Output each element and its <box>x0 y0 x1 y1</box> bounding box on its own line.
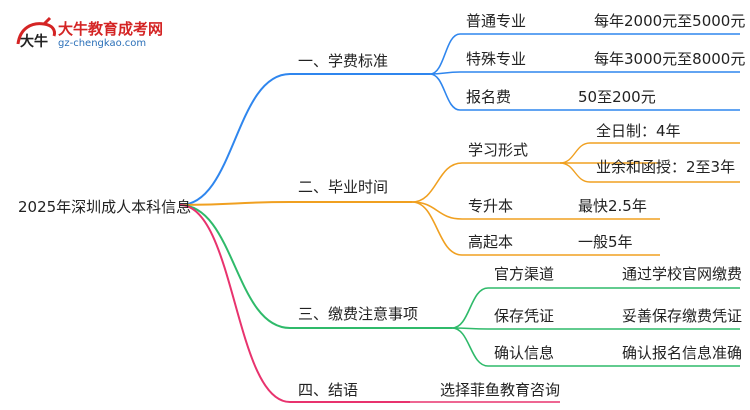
branch-0-child-0-value: 每年2000元至5000元 <box>594 12 746 30</box>
branch-1-child-2-value: 一般5年 <box>578 233 633 251</box>
branch-connector-2 <box>179 204 291 329</box>
branch-1-child-0-sub-1: 业余和函授：2至3年 <box>596 158 736 176</box>
branch-0-child-0-label: 普通专业 <box>466 12 527 30</box>
branch-1-label: 二、毕业时间 <box>298 178 389 196</box>
logo-mark-text: 大牛 <box>20 33 48 50</box>
branch-1-child-1-value: 最快2.5年 <box>578 197 647 215</box>
branch-3-label: 四、结语 <box>298 381 359 399</box>
branch-1-child-0-sub-1-connector <box>559 162 591 183</box>
branch-2-child-0-connector <box>451 287 489 329</box>
branch-3-child-0-value: 选择菲鱼教育咨询 <box>440 381 561 399</box>
branch-2-child-0-value: 通过学校官网缴费 <box>622 265 743 283</box>
branch-2-child-0-label: 官方渠道 <box>494 265 555 283</box>
branch-2-child-1-value: 妥善保存缴费凭证 <box>622 307 743 325</box>
branch-connector-3 <box>179 204 291 403</box>
branch-2-child-1-label: 保存凭证 <box>494 307 555 325</box>
bull-logo-icon: 大牛 <box>16 16 56 50</box>
branch-connector-0 <box>179 73 291 206</box>
branch-0-child-2-connector <box>429 73 461 111</box>
branch-0-child-1-label: 特殊专业 <box>466 50 527 68</box>
branch-1-child-2-label: 高起本 <box>468 233 514 251</box>
branch-2-child-2-value: 确认报名信息准确 <box>622 344 743 362</box>
branch-0-child-1-value: 每年3000元至8000元 <box>594 50 746 68</box>
branch-1-child-0-connector <box>411 162 463 203</box>
branch-0-child-2-value: 50至200元 <box>578 88 656 106</box>
branch-1-child-0-sub-0: 全日制：4年 <box>596 122 681 140</box>
branch-2-child-2-label: 确认信息 <box>494 344 555 362</box>
branch-0-child-2-label: 报名费 <box>466 88 512 106</box>
root-topic: 2025年深圳成人本科信息 <box>18 198 192 216</box>
logo-url: gz-chengkao.com <box>58 38 147 49</box>
branch-1-child-0-label: 学习形式 <box>468 141 529 159</box>
branch-0-child-0-connector <box>429 33 461 75</box>
logo-title: 大牛教育成考网 <box>58 20 164 38</box>
branch-1-child-0-sub-0-connector <box>559 142 591 164</box>
branch-1-child-1-label: 专升本 <box>468 197 514 215</box>
site-logo: 大牛 大牛教育成考网 gz-chengkao.com <box>14 14 174 54</box>
branch-1-child-2-connector <box>411 201 463 256</box>
branch-2-child-2-connector <box>451 327 489 367</box>
branch-0-label: 一、学费标准 <box>298 52 389 70</box>
branch-connector-1 <box>179 201 291 206</box>
branch-2-label: 三、缴费注意事项 <box>298 305 419 323</box>
